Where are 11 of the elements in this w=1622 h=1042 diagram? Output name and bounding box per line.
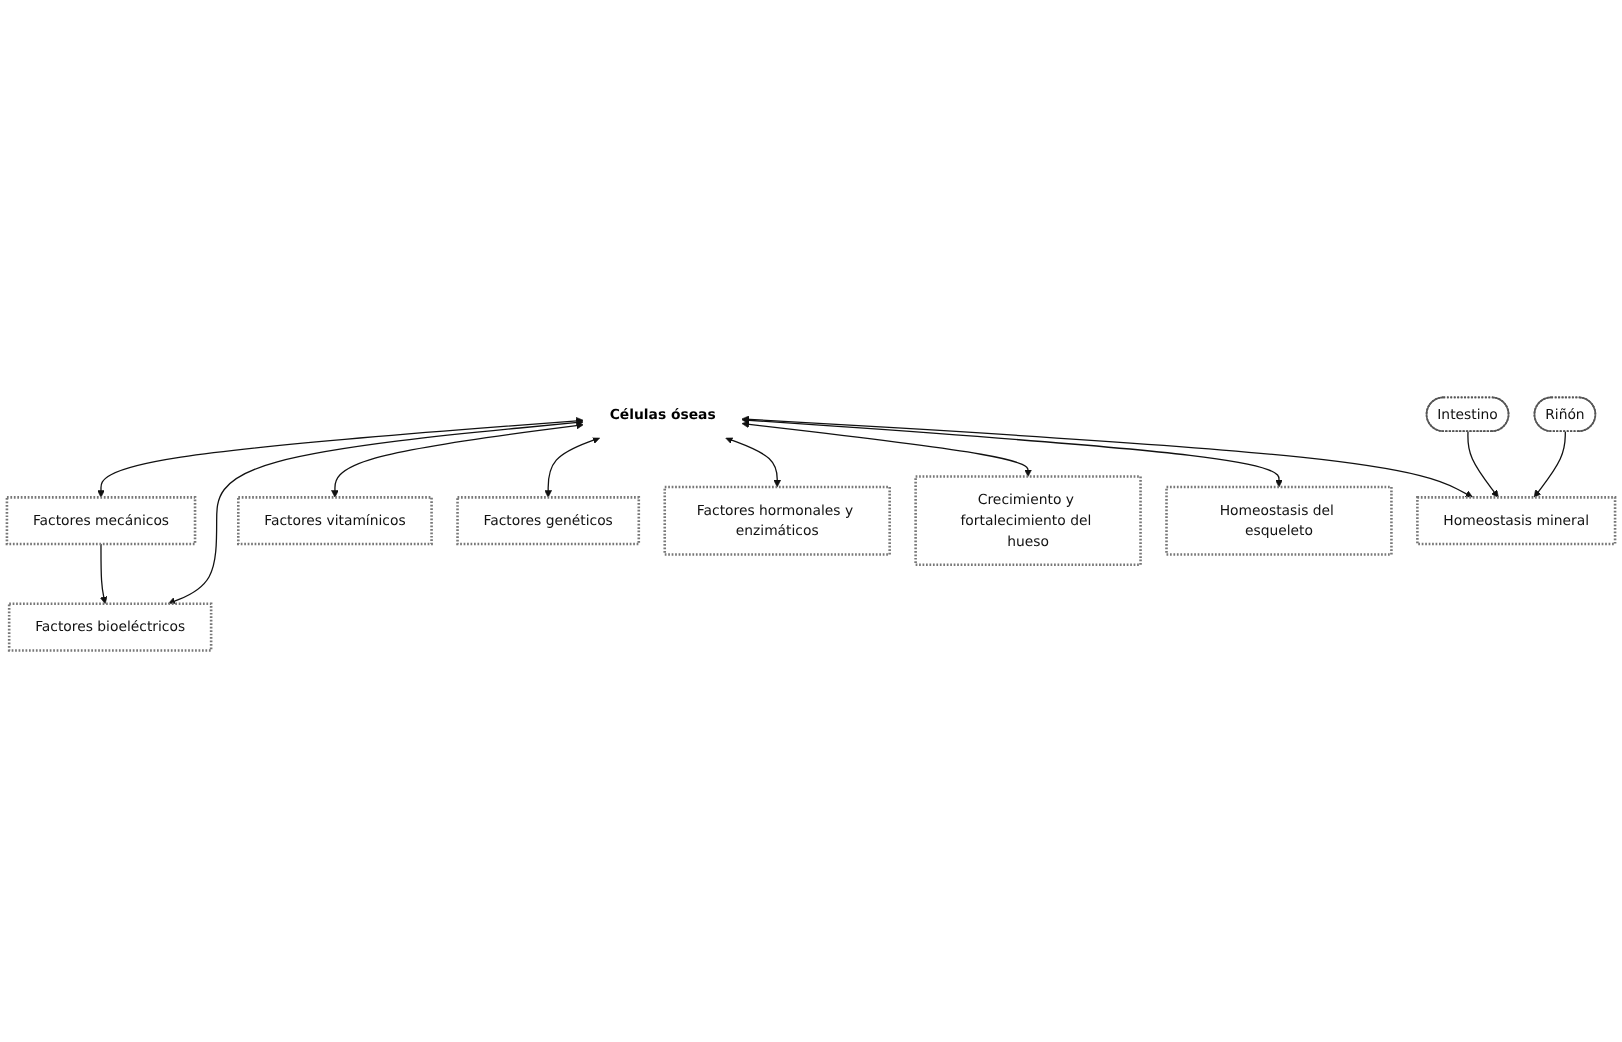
arrow [725,436,781,488]
arrow [741,420,1032,478]
arrow [167,419,584,606]
arrow [1533,431,1566,498]
arrow [99,543,108,605]
arrow [741,416,1283,488]
arrow [741,415,1473,498]
arrow [544,436,601,498]
arrow [97,417,584,498]
arrow [1467,431,1499,498]
arrow [331,422,584,498]
